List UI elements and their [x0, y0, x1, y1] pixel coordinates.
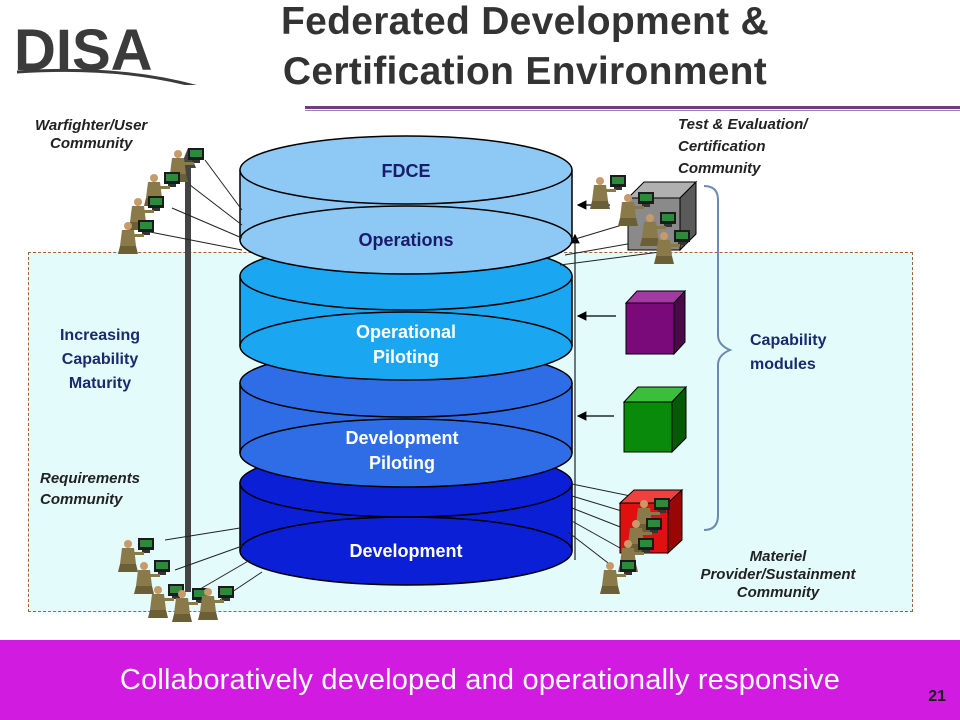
test-eval-label-line-3: Community: [678, 160, 761, 177]
warfighter-connectors: [149, 159, 243, 251]
fdce-diagram: FDCE Operations Operational Piloting Dev…: [118, 135, 733, 622]
title-underline: [305, 106, 960, 109]
warfighter-label-line-1: Warfighter/User: [35, 117, 148, 134]
materiel-label-line-1: Materiel: [749, 548, 807, 565]
label-development: Development: [349, 541, 462, 561]
capability-modules-label-line-2: modules: [750, 356, 816, 373]
page-title-line-1: Federated Development &: [280, 0, 770, 43]
purple-capability-cube: [624, 289, 687, 356]
maturity-label-line-1: Increasing: [59, 327, 141, 344]
capability-brace: [703, 185, 733, 531]
requirements-label-line-1: Requirements: [40, 470, 141, 487]
warfighter-label-line-2: Community: [50, 135, 133, 152]
disa-logo: DISA: [12, 10, 212, 90]
maturity-label-line-2: Capability: [61, 351, 139, 368]
warfighter-people-group: [118, 148, 204, 254]
test-eval-label-line-1: Test & Evaluation/: [678, 116, 808, 133]
logo-swoosh: [16, 68, 203, 90]
page-title-line-2: Certification Environment: [282, 50, 768, 93]
label-operations: Operations: [358, 230, 453, 250]
label-fdce: FDCE: [382, 161, 431, 181]
green-capability-cube: [622, 385, 688, 454]
layer-fdce-operations: [239, 135, 573, 275]
label-development-piloting-2: Piloting: [369, 453, 435, 473]
test-eval-label-line-2: Certification: [678, 138, 766, 155]
footer-banner: [0, 640, 960, 720]
title-underline-thin: [305, 110, 960, 111]
materiel-label-line-2: Provider/Sustainment: [700, 566, 856, 583]
label-operational-piloting-1: Operational: [356, 322, 456, 342]
label-development-piloting-1: Development: [345, 428, 458, 448]
requirements-label-line-2: Community: [40, 491, 123, 508]
materiel-label-line-3: Community: [736, 584, 820, 601]
materiel-connectors: [567, 483, 641, 567]
page-number: 21: [928, 688, 946, 705]
label-operational-piloting-2: Piloting: [373, 347, 439, 367]
capability-modules-label-line-1: Capability: [750, 332, 827, 349]
footer-tagline: Collaboratively developed and operationa…: [119, 664, 841, 696]
maturity-label-line-3: Maturity: [68, 375, 132, 392]
